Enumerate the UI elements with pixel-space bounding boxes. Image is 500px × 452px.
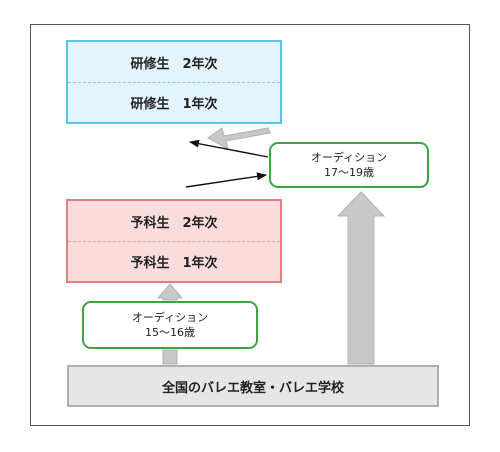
black-arrow-yoka-to-audition <box>185 172 267 188</box>
audition-top-ages: 17〜19歳 <box>324 166 374 179</box>
base-box: 全国のバレエ教室・バレエ学校 <box>67 365 439 407</box>
audition-bottom-title: オーディション <box>131 311 209 324</box>
gray-arrow-bottom-audition-to-yoka <box>156 283 184 301</box>
kenshu-year2-label: 研修生 2年次 <box>130 56 218 72</box>
kenshu-divider <box>68 82 280 83</box>
yoka-year2-label: 予科生 2年次 <box>130 215 218 231</box>
gray-arrow-top-audition-to-kenshu <box>207 127 271 150</box>
gray-arrow-base-to-top-audition <box>336 191 386 365</box>
yoka-box: 予科生 2年次 予科生 1年次 <box>66 199 282 283</box>
audition-bottom-box: オーディション 15〜16歳 <box>82 301 258 349</box>
audition-top-box: オーディション 17〜19歳 <box>269 142 429 188</box>
kenshu-year1-label: 研修生 1年次 <box>130 96 218 112</box>
base-label: 全国のバレエ教室・バレエ学校 <box>161 380 344 396</box>
black-arrow-audition-to-kenshu <box>189 139 269 158</box>
yoka-year1-label: 予科生 1年次 <box>130 255 218 271</box>
audition-top-title: オーディション <box>310 151 388 164</box>
yoka-divider <box>68 241 280 242</box>
gray-arrow-base-to-bottom-audition <box>162 349 178 365</box>
audition-bottom-ages: 15〜16歳 <box>145 326 195 339</box>
kenshu-box: 研修生 2年次 研修生 1年次 <box>66 40 282 124</box>
